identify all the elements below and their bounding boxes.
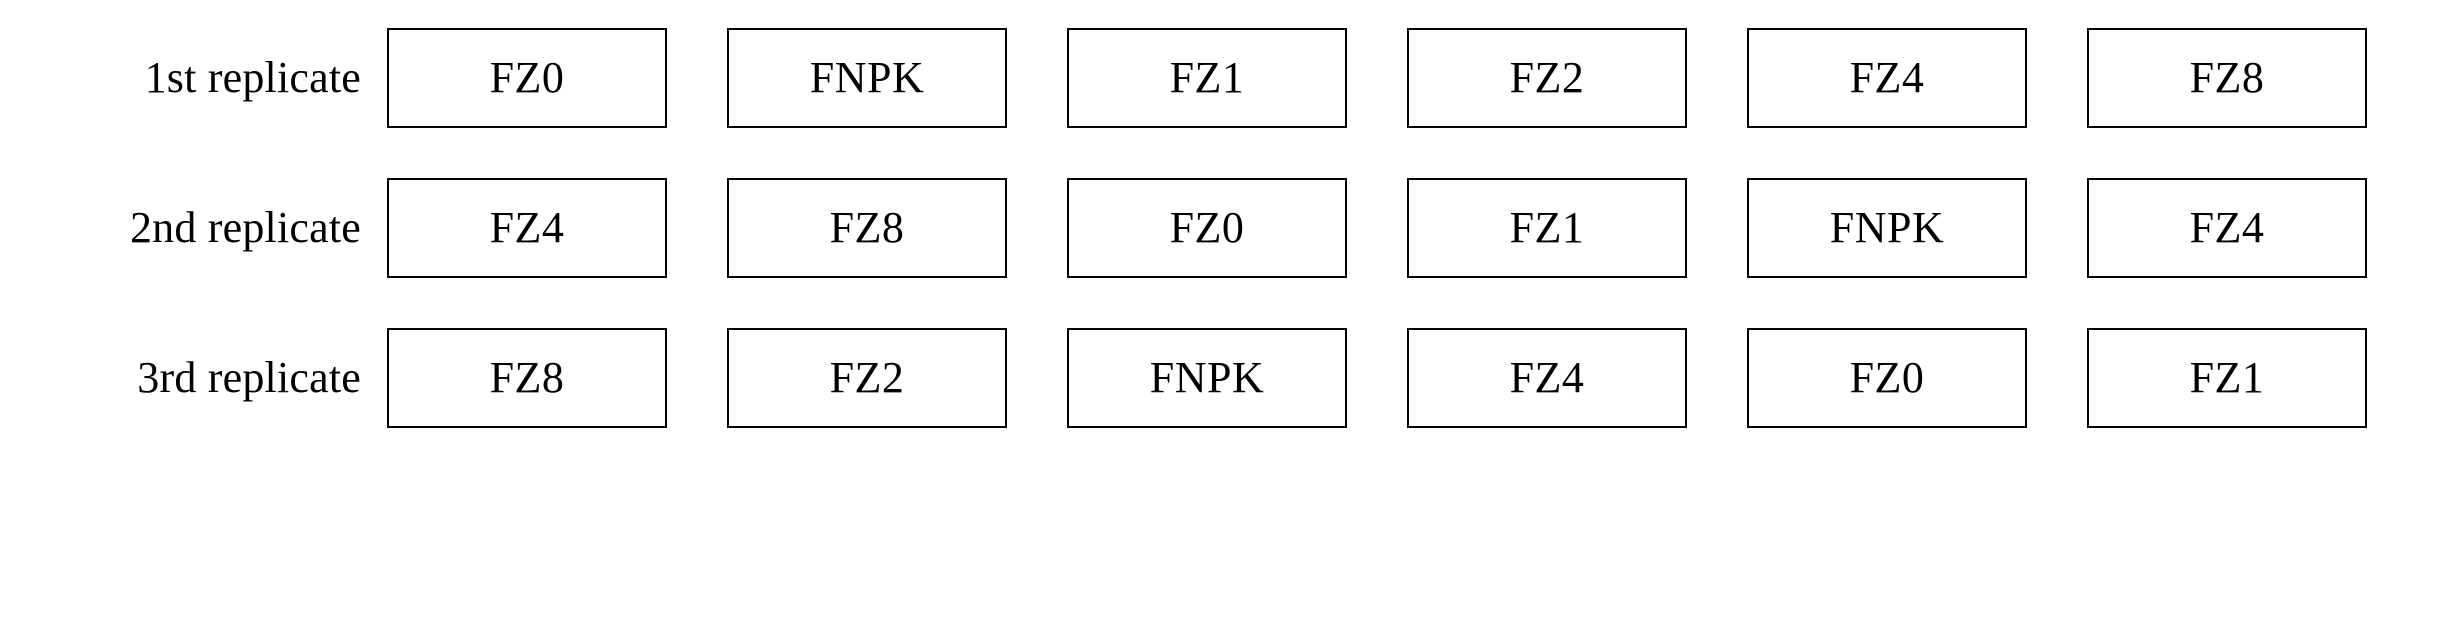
plot-box: FZ2: [727, 328, 1007, 428]
plot-box: FZ0: [387, 28, 667, 128]
plot-box: FZ1: [1407, 178, 1687, 278]
plot-box: FZ8: [727, 178, 1007, 278]
replicate-row-1: 1st replicate FZ0 FNPK FZ1 FZ2 FZ4 FZ8: [0, 8, 2440, 148]
plot-group-1: FZ0 FNPK FZ1 FZ2 FZ4 FZ8: [387, 28, 2367, 128]
plot-group-3: FZ8 FZ2 FNPK FZ4 FZ0 FZ1: [387, 328, 2367, 428]
plot-group-2: FZ4 FZ8 FZ0 FZ1 FNPK FZ4: [387, 178, 2367, 278]
plot-box: FZ8: [2087, 28, 2367, 128]
plot-box: FZ1: [2087, 328, 2367, 428]
replicate-label-2: 2nd replicate: [129, 203, 361, 252]
plot-box: FNPK: [1747, 178, 2027, 278]
replicate-label-3: 3rd replicate: [137, 353, 361, 402]
plot-box: FNPK: [727, 28, 1007, 128]
replicate-row-3: 3rd replicate FZ8 FZ2 FNPK FZ4 FZ0 FZ1: [0, 308, 2440, 448]
plot-box: FZ1: [1067, 28, 1347, 128]
plot-box: FZ4: [2087, 178, 2367, 278]
plot-box: FNPK: [1067, 328, 1347, 428]
plot-box: FZ0: [1067, 178, 1347, 278]
plot-box: FZ0: [1747, 328, 2027, 428]
replicate-row-2: 2nd replicate FZ4 FZ8 FZ0 FZ1 FNPK FZ4: [0, 158, 2440, 298]
replicate-label-1: 1st replicate: [144, 53, 361, 102]
plot-box: FZ8: [387, 328, 667, 428]
plot-box: FZ4: [1747, 28, 2027, 128]
plot-box: FZ4: [1407, 328, 1687, 428]
plot-box: FZ2: [1407, 28, 1687, 128]
plot-box: FZ4: [387, 178, 667, 278]
